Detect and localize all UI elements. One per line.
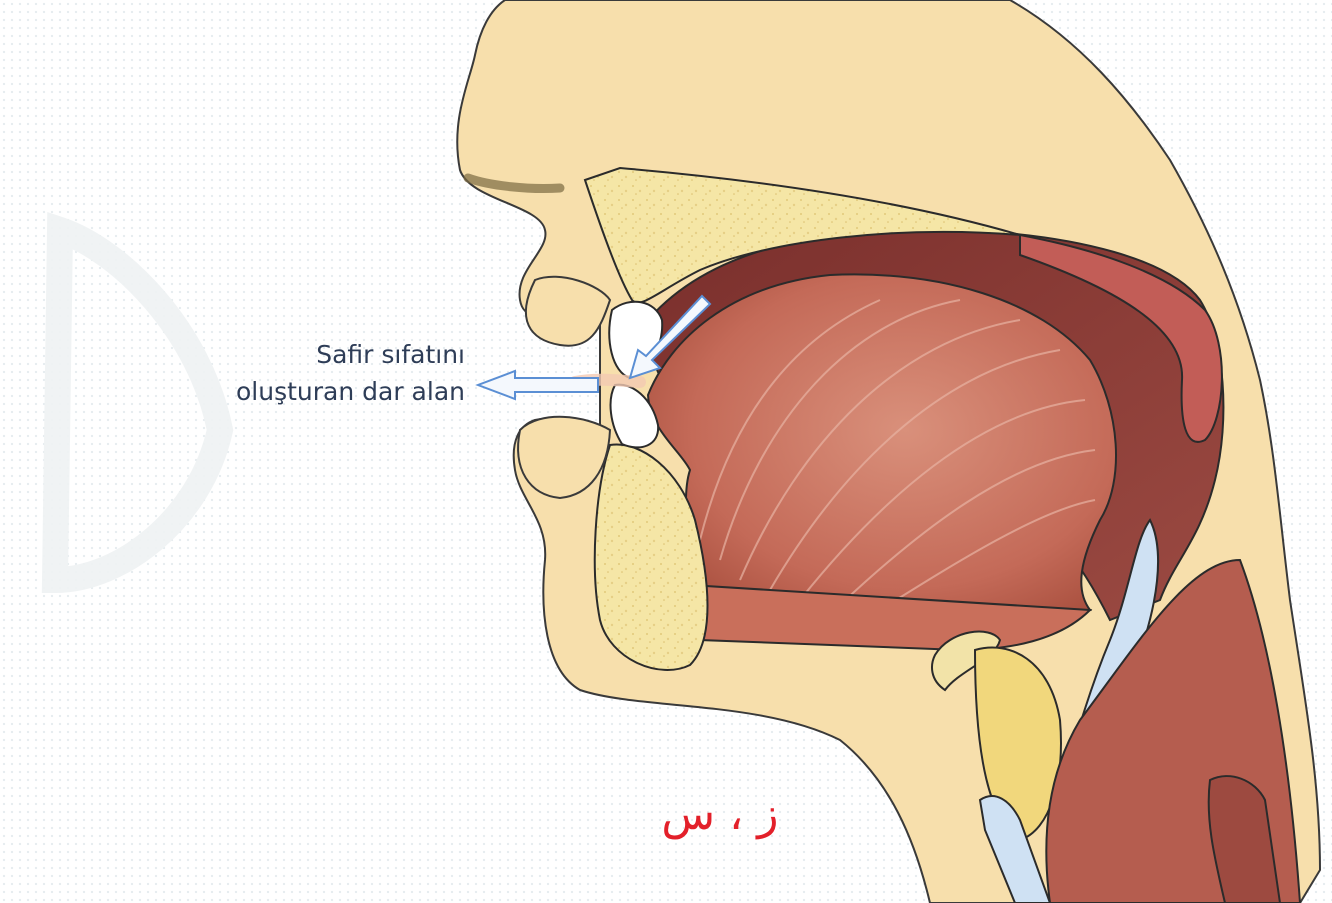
label-line-2: oluşturan dar alan xyxy=(120,373,465,410)
arabic-letters: ز ، س xyxy=(645,785,795,845)
label-line-1: Safir sıfatını xyxy=(120,336,465,373)
narrow-area-label: Safir sıfatını oluşturan dar alan xyxy=(120,336,465,410)
